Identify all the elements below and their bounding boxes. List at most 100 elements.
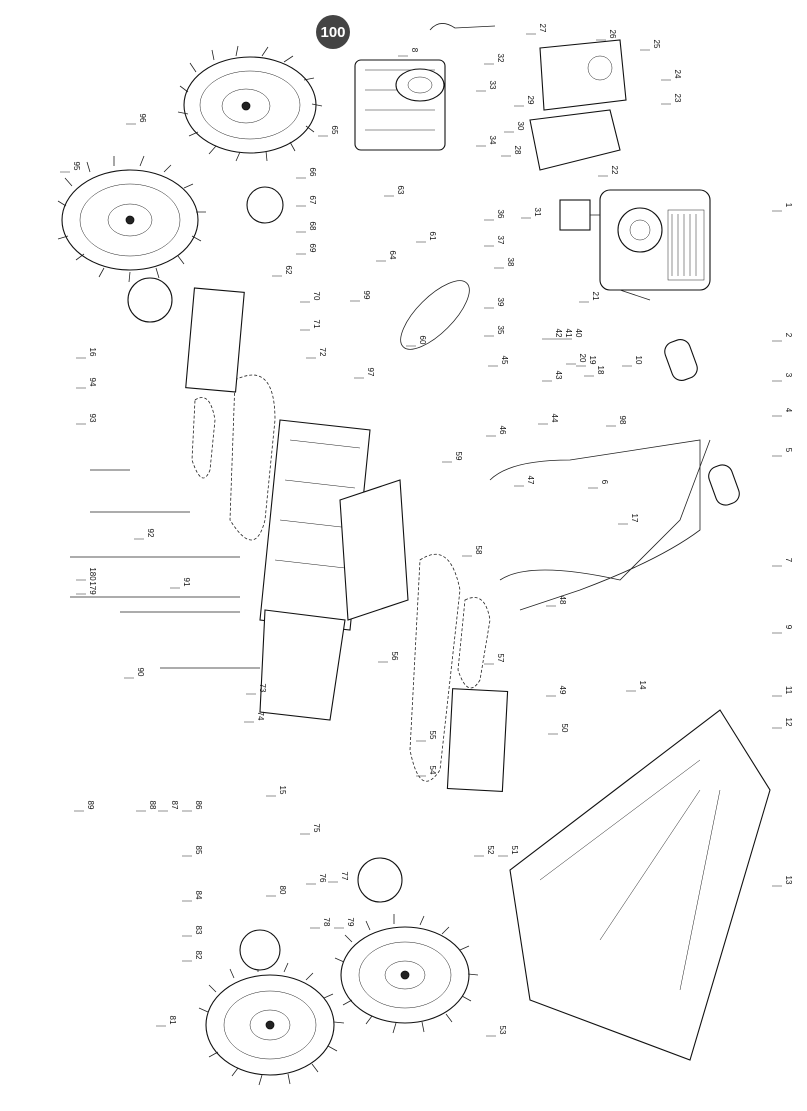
callout-62: 62 xyxy=(284,266,293,275)
callout-65: 65 xyxy=(330,126,339,135)
badge-label: 100 xyxy=(320,24,345,41)
callout-97: 97 xyxy=(366,368,375,377)
callout-1: 1 xyxy=(784,203,793,208)
callout-180: 180 xyxy=(88,567,97,581)
chassis-frame xyxy=(259,419,409,721)
callout-80: 80 xyxy=(278,886,287,895)
callout-98: 98 xyxy=(618,416,627,425)
callout-45: 45 xyxy=(500,356,509,365)
callout-19: 19 xyxy=(588,356,597,365)
callout-75: 75 xyxy=(312,824,321,833)
callout-42: 42 xyxy=(554,329,563,338)
gearbox xyxy=(354,23,496,151)
callout-12: 12 xyxy=(784,718,793,727)
panel-bottom xyxy=(446,688,509,792)
callout-70: 70 xyxy=(312,292,321,301)
callout-22: 22 xyxy=(610,166,619,175)
callout-87: 87 xyxy=(170,801,179,810)
callout-10: 10 xyxy=(634,356,643,365)
drive-chains xyxy=(191,374,491,782)
callout-8: 8 xyxy=(410,48,419,53)
callout-33: 33 xyxy=(488,81,497,90)
drive-belt xyxy=(400,280,470,350)
callout-92: 92 xyxy=(146,529,155,538)
callout-179: 179 xyxy=(88,581,97,595)
callout-38: 38 xyxy=(506,258,515,267)
callout-64: 64 xyxy=(388,251,397,260)
callout-89: 89 xyxy=(86,801,95,810)
callout-numbers: 1234567891011121314151617181920212223242… xyxy=(72,24,793,1035)
callout-67: 67 xyxy=(308,196,317,205)
callout-43: 43 xyxy=(554,371,563,380)
callout-59: 59 xyxy=(454,452,463,461)
callout-31: 31 xyxy=(533,208,542,217)
callout-49: 49 xyxy=(558,686,567,695)
callout-37: 37 xyxy=(496,236,505,245)
callout-21: 21 xyxy=(591,292,600,301)
panel-left xyxy=(185,287,245,393)
callout-58: 58 xyxy=(474,546,483,555)
callout-46: 46 xyxy=(498,426,507,435)
callout-95: 95 xyxy=(72,162,81,171)
callout-50: 50 xyxy=(560,724,569,733)
callout-4: 4 xyxy=(784,408,793,413)
wheel-bottom-right xyxy=(334,914,479,1034)
callout-85: 85 xyxy=(194,846,203,855)
callout-30: 30 xyxy=(516,122,525,131)
wheel-left xyxy=(57,155,206,283)
callout-53: 53 xyxy=(498,1026,507,1035)
callout-13: 13 xyxy=(784,876,793,885)
callout-23: 23 xyxy=(673,94,682,103)
callout-55: 55 xyxy=(428,731,437,740)
callout-99: 99 xyxy=(362,291,371,300)
axles xyxy=(70,186,403,971)
callout-14: 14 xyxy=(638,681,647,690)
callout-88: 88 xyxy=(148,801,157,810)
callout-39: 39 xyxy=(496,298,505,307)
callout-9: 9 xyxy=(784,625,793,630)
callout-57: 57 xyxy=(496,654,505,663)
callout-28: 28 xyxy=(513,146,522,155)
callout-2: 2 xyxy=(784,333,793,338)
callout-25: 25 xyxy=(652,40,661,49)
callout-41: 41 xyxy=(564,329,573,338)
callout-93: 93 xyxy=(88,414,97,423)
callout-15: 15 xyxy=(278,786,287,795)
callout-84: 84 xyxy=(194,891,203,900)
callout-24: 24 xyxy=(673,70,682,79)
assembly-badge: 100 xyxy=(316,15,350,49)
callout-86: 86 xyxy=(194,801,203,810)
callout-27: 27 xyxy=(538,24,547,33)
callout-36: 36 xyxy=(496,210,505,219)
callout-17: 17 xyxy=(630,514,639,523)
callout-44: 44 xyxy=(550,414,559,423)
callout-16: 16 xyxy=(88,348,97,357)
callout-40: 40 xyxy=(574,329,583,338)
callout-18: 18 xyxy=(596,366,605,375)
callout-68: 68 xyxy=(308,222,317,231)
mount-plates xyxy=(529,39,627,171)
handlebar xyxy=(489,339,740,611)
hopper-bin xyxy=(509,709,771,1061)
callout-32: 32 xyxy=(496,54,505,63)
callout-20: 20 xyxy=(578,354,587,363)
callout-34: 34 xyxy=(488,136,497,145)
callout-6: 6 xyxy=(600,480,609,485)
callout-11: 11 xyxy=(784,686,793,695)
callout-66: 66 xyxy=(308,168,317,177)
callout-7: 7 xyxy=(784,558,793,563)
callout-35: 35 xyxy=(496,326,505,335)
callout-63: 63 xyxy=(396,186,405,195)
callout-48: 48 xyxy=(558,596,567,605)
callout-72: 72 xyxy=(318,348,327,357)
callout-29: 29 xyxy=(526,96,535,105)
wheel-top-left xyxy=(177,45,323,162)
callout-94: 94 xyxy=(88,378,97,387)
callout-73: 73 xyxy=(258,684,267,693)
callout-5: 5 xyxy=(784,448,793,453)
callout-78: 78 xyxy=(322,918,331,927)
callout-81: 81 xyxy=(168,1016,177,1025)
wheel-bottom-left xyxy=(198,962,345,1086)
callout-52: 52 xyxy=(486,846,495,855)
